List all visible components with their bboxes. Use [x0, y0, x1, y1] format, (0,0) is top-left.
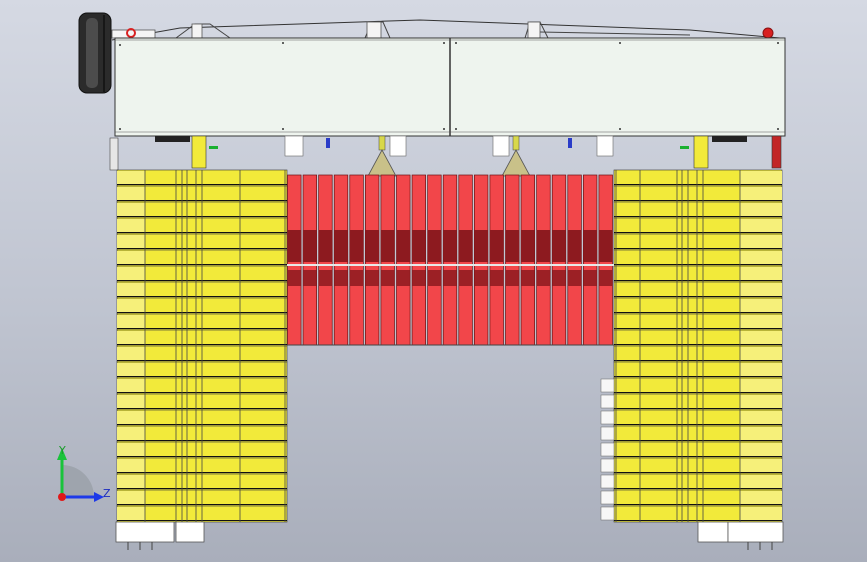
right-stack — [600, 169, 783, 523]
wheel-icon — [78, 12, 112, 94]
z-axis-label: Z — [103, 487, 111, 500]
red-ring-icon — [126, 28, 136, 38]
hanger-center — [366, 21, 382, 39]
frame-hardware — [155, 135, 747, 177]
base-feet — [115, 521, 784, 550]
left-stack — [116, 169, 288, 523]
hanger-left — [191, 23, 203, 39]
triad-origin — [58, 493, 66, 501]
hanger-right — [527, 21, 541, 39]
coordinate-triad: Y Z — [57, 444, 111, 502]
center-plate-block — [287, 174, 614, 346]
main-frame — [109, 37, 786, 171]
red-gear-icon — [762, 27, 774, 39]
top-rail — [111, 19, 781, 41]
triad-quadrant — [62, 465, 94, 497]
y-axis-label: Y — [58, 444, 66, 457]
